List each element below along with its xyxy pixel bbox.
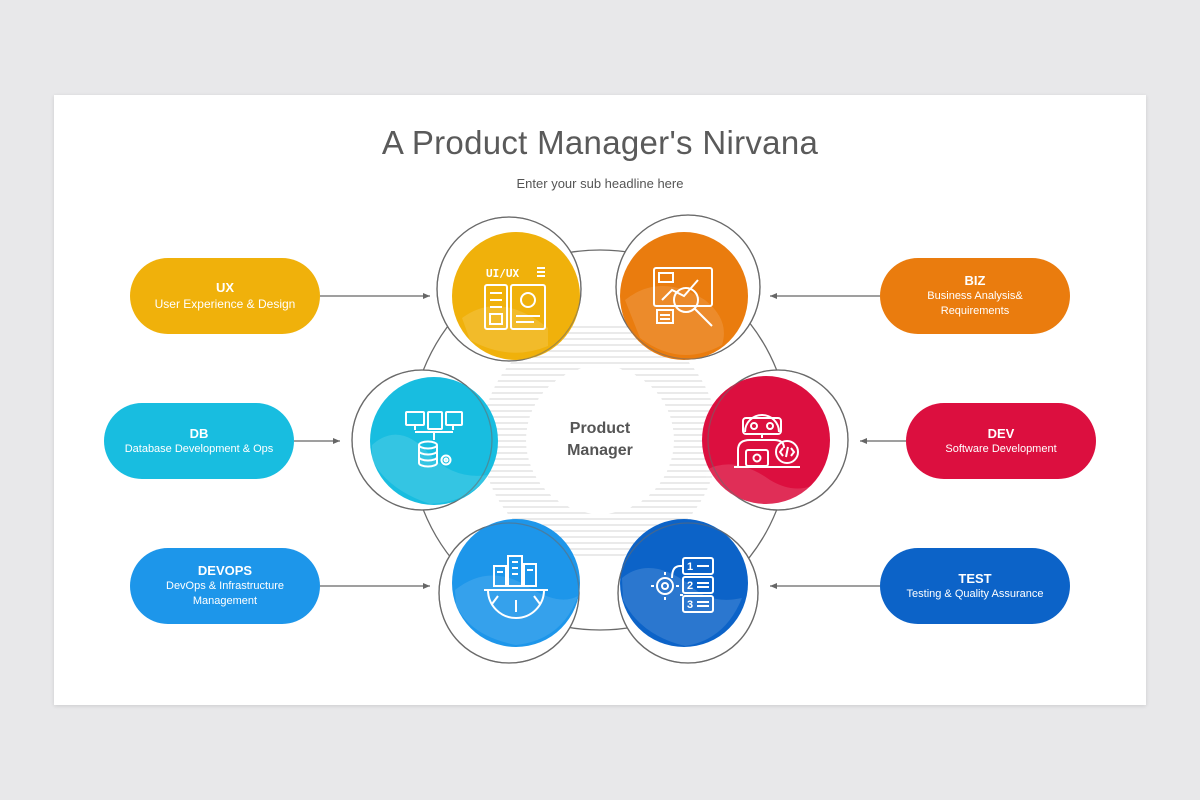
ux-pill-title: UX <box>215 280 235 295</box>
devops-pill-description: DevOps & Infrastructure Management <box>166 580 284 607</box>
db-pill[interactable]: DB Database Development & Ops <box>104 403 294 479</box>
svg-text:UI/UX: UI/UX <box>486 267 519 280</box>
biz-pill-title: BIZ <box>964 273 986 288</box>
center-disc <box>526 366 674 514</box>
devops-pill-title: DEVOPS <box>197 563 253 578</box>
ux-node[interactable]: UI/UX <box>436 216 582 362</box>
ui-ux-layout-icon: UI/UX <box>484 267 546 330</box>
test-pill-description: Testing & Quality Assurance <box>906 587 1044 600</box>
center-label-line2: Manager <box>567 442 633 459</box>
page-title: A Product Manager's Nirvana <box>381 124 819 161</box>
test-checklist-icon: 1 2 3 <box>651 557 714 613</box>
svg-text:1: 1 <box>687 561 693 573</box>
ux-pill[interactable]: UX User Experience & Design <box>130 258 320 334</box>
biz-pill[interactable]: BIZ Business Analysis& Requirements <box>880 258 1070 334</box>
svg-text:2: 2 <box>687 580 693 592</box>
developer-robot-icon <box>734 414 800 468</box>
dev-pill-title: DEV <box>987 425 1015 441</box>
test-pill[interactable]: TEST Testing & Quality Assurance <box>880 548 1070 624</box>
dev-node[interactable] <box>702 369 849 511</box>
dev-pill-description: Software Development <box>945 442 1057 455</box>
biz-node[interactable] <box>615 214 761 360</box>
center-label: Product Manager <box>533 418 667 462</box>
center-label-line1: Product <box>569 420 631 437</box>
biz-pill-description: Business Analysis& Requirements <box>927 290 1023 317</box>
ux-pill-description: User Experience & Design <box>154 297 296 311</box>
test-node[interactable]: 1 2 3 <box>617 519 759 664</box>
dev-pill[interactable]: DEV Software Development <box>906 403 1096 479</box>
infrastructure-gear-icon <box>484 555 548 619</box>
db-pill-description: Database Development & Ops <box>124 442 274 455</box>
db-pill-title: DB <box>189 425 209 441</box>
db-node[interactable] <box>351 369 498 511</box>
svg-text:3: 3 <box>687 599 693 611</box>
devops-pill[interactable]: DEVOPS DevOps & Infrastructure Managemen… <box>130 548 320 624</box>
database-network-icon <box>405 411 463 468</box>
business-analysis-icon <box>653 267 713 327</box>
test-pill-title: TEST <box>958 570 992 586</box>
devops-node[interactable] <box>438 519 580 664</box>
page-subtitle: Enter your sub headline here <box>516 176 684 191</box>
